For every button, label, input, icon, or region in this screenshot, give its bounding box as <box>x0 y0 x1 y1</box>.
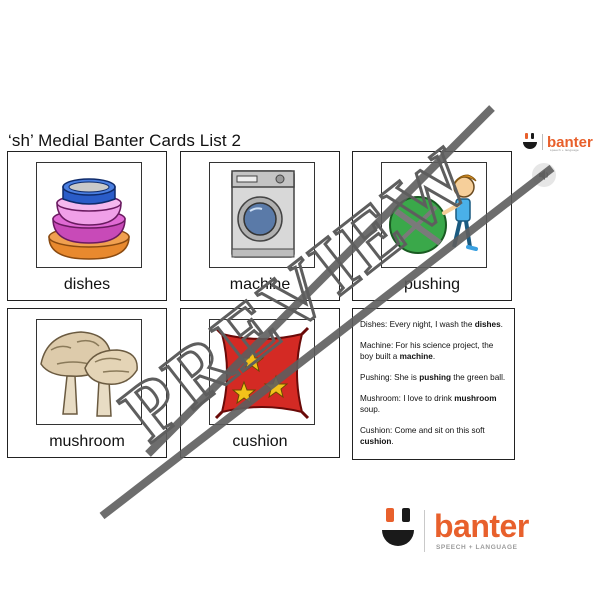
pushing-ball-icon <box>389 174 478 254</box>
card-image-frame <box>209 162 315 268</box>
sentence-card: Dishes: Every night, I wash the dishes. … <box>352 308 515 460</box>
sentence-dishes: Dishes: Every night, I wash the dishes. <box>360 320 503 329</box>
audio-button[interactable] <box>532 163 556 187</box>
banter-logo-large: banter SPEECH + LANGUAGE <box>380 506 550 554</box>
brand-name: banter <box>547 133 593 151</box>
word-card-dishes: dishes <box>7 151 167 301</box>
card-word: machine <box>229 276 291 293</box>
washing-machine-icon <box>231 170 295 258</box>
dishes-icon <box>48 178 130 260</box>
card-image-frame <box>36 319 142 425</box>
sentence-mushroom: Mushroom: I love to drink mushroom soup. <box>360 394 497 414</box>
card-word: dishes <box>63 276 111 293</box>
card-image-frame <box>209 319 315 425</box>
banter-logo-small: banter speech + language <box>522 132 593 152</box>
banter-mark-icon <box>523 133 537 149</box>
banter-mark-icon <box>382 508 414 546</box>
card-image-frame <box>36 162 142 268</box>
sentence-pushing: Pushing: She is pushing the green ball. <box>360 373 506 382</box>
mushroom-icon <box>40 331 138 417</box>
cushion-icon <box>214 326 310 420</box>
speaker-icon <box>539 170 549 180</box>
card-image-frame <box>381 162 487 268</box>
word-card-mushroom: mushroom <box>7 308 167 458</box>
brand-tagline-small: speech + language <box>550 148 579 152</box>
word-card-pushing: pushing <box>352 151 512 301</box>
logo-divider <box>542 134 543 150</box>
brand-name: banter <box>434 508 529 544</box>
brand-tagline: SPEECH + LANGUAGE <box>436 544 518 551</box>
sentence-machine: Machine: For his science project, the bo… <box>360 341 494 361</box>
logo-divider <box>424 510 425 552</box>
sentence-cushion: Cushion: Come and sit on this soft cushi… <box>360 426 485 446</box>
word-card-machine: machine <box>180 151 340 301</box>
card-word: cushion <box>232 433 288 450</box>
card-word: pushing <box>403 276 461 293</box>
word-card-cushion: cushion <box>180 308 340 458</box>
page-title: ‘sh’ Medial Banter Cards List 2 <box>8 131 242 150</box>
card-word: mushroom <box>49 433 125 450</box>
